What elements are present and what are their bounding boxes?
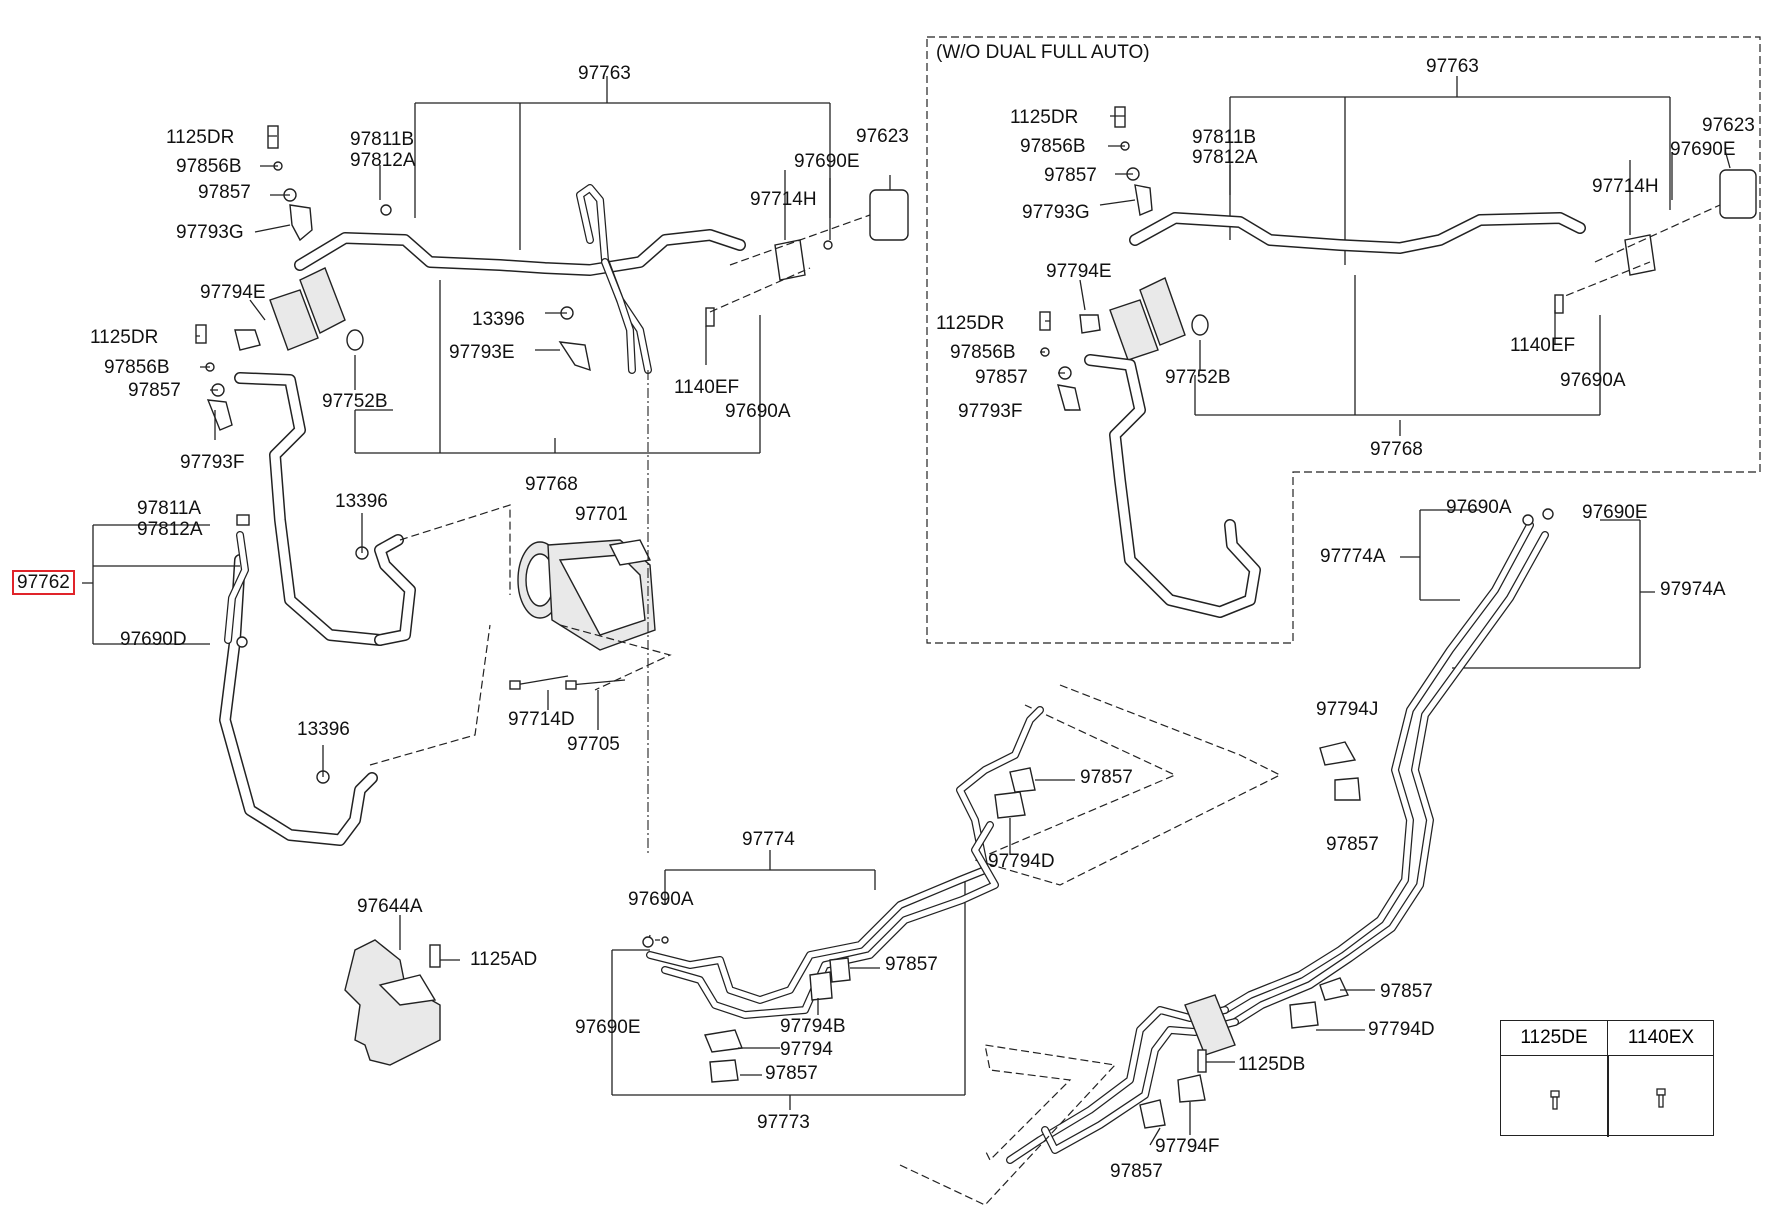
part-label: 97690E <box>1670 139 1736 160</box>
part-label: 97701 <box>575 504 628 525</box>
part-label: 97793G <box>1022 202 1090 223</box>
part-label: 97811B <box>350 129 415 150</box>
part-label: 97623 <box>1702 115 1755 136</box>
part-label: 97644A <box>357 896 423 917</box>
part-label: 97774 <box>742 829 795 850</box>
part-label: 97752B <box>1165 367 1231 388</box>
part-label: 1125DR <box>1010 107 1079 128</box>
part-label: 97773 <box>757 1112 810 1133</box>
table-header-1140EX: 1140EX <box>1608 1021 1714 1056</box>
part-label: 97857 <box>1044 165 1097 186</box>
receiver-drier-right <box>1139 277 1186 346</box>
part-label: 97690E <box>794 151 860 172</box>
part-label: 97705 <box>567 734 620 755</box>
part-label: 97793E <box>449 342 515 363</box>
part-label: 97857 <box>765 1063 818 1084</box>
part-label: 97623 <box>856 126 909 147</box>
part-label: 13396 <box>297 719 350 740</box>
part-label: 97857 <box>1326 834 1379 855</box>
fasteners-right <box>1039 106 1564 411</box>
part-label: 97794J <box>1316 699 1379 720</box>
part-label: 97690A <box>1446 497 1512 518</box>
part-label: 97812A <box>137 519 203 540</box>
part-label: 97811B <box>1192 127 1257 148</box>
bracket-97644A <box>344 939 441 1066</box>
highlighted-part-97762[interactable]: 97762 <box>12 570 75 595</box>
part-label: 97857 <box>1080 767 1133 788</box>
part-label: 97763 <box>1426 56 1479 77</box>
part-label: 97690A <box>725 401 791 422</box>
part-label: 97857 <box>198 182 251 203</box>
inset-boundary <box>926 36 1761 644</box>
part-label: 97793F <box>958 401 1023 422</box>
receiver-97623-left <box>869 189 909 241</box>
fasteners-left <box>195 125 715 431</box>
part-label: 1140EF <box>1510 335 1576 356</box>
part-label: 97793G <box>176 222 244 243</box>
part-label: 97690A <box>628 889 694 910</box>
table-header-1125DE: 1125DE <box>1501 1021 1608 1056</box>
part-label: 97857 <box>1110 1161 1163 1182</box>
fastener-table: 1125DE 1140EX <box>1500 1020 1714 1137</box>
oring-97811A <box>236 514 250 526</box>
part-label: 97714H <box>1592 176 1659 197</box>
part-label: 97857 <box>1380 981 1433 1002</box>
receiver-drier-left <box>299 267 346 334</box>
part-label: 97768 <box>525 474 578 495</box>
bolt-icon <box>1550 1090 1560 1110</box>
part-label: 97774A <box>1320 546 1386 567</box>
part-label: 1125DR <box>90 327 159 348</box>
part-label: 1125DB <box>1238 1054 1306 1075</box>
part-label: 97794E <box>1046 261 1112 282</box>
part-label: 13396 <box>335 491 388 512</box>
part-label: 97856B <box>950 342 1016 363</box>
part-label: 97763 <box>578 63 631 84</box>
part-label: 97856B <box>104 357 170 378</box>
part-label: 13396 <box>472 309 525 330</box>
part-label: 97690D <box>120 629 187 650</box>
part-label: 97811A <box>137 498 202 519</box>
part-label: 97690E <box>575 1017 641 1038</box>
muffler <box>1184 994 1236 1056</box>
part-label: 97714D <box>508 709 575 730</box>
part-label: 97752B <box>322 391 388 412</box>
part-label: 97812A <box>350 150 416 171</box>
part-label: 1125AD <box>470 949 538 970</box>
part-label: 97690E <box>1582 502 1648 523</box>
part-label: 1140EF <box>674 377 740 398</box>
part-label: 97793F <box>180 452 245 473</box>
part-label: 97794B <box>780 1016 846 1037</box>
part-label: 1125DR <box>936 313 1005 334</box>
part-label: 97857 <box>128 380 181 401</box>
part-label: 97768 <box>1370 439 1423 460</box>
part-label: 97794E <box>200 282 266 303</box>
bolt-icon <box>1656 1088 1666 1108</box>
part-label: 97794F <box>1155 1136 1220 1157</box>
part-label: 97857 <box>885 954 938 975</box>
part-label: 97794D <box>1368 1019 1435 1040</box>
part-label: 97714H <box>750 189 817 210</box>
compressor <box>517 539 656 651</box>
part-label: 97690A <box>1560 370 1626 391</box>
part-label: 97857 <box>975 367 1028 388</box>
part-label: 97794D <box>988 851 1055 872</box>
part-label: 97794 <box>780 1039 833 1060</box>
inset-note: (W/O DUAL FULL AUTO) <box>936 42 1150 63</box>
part-label: 97812A <box>1192 147 1258 168</box>
part-label: 97974A <box>1660 579 1726 600</box>
part-label: 97856B <box>176 156 242 177</box>
receiver-97623-right <box>1719 169 1757 219</box>
part-label: 97856B <box>1020 136 1086 157</box>
part-label: 1125DR <box>166 127 235 148</box>
